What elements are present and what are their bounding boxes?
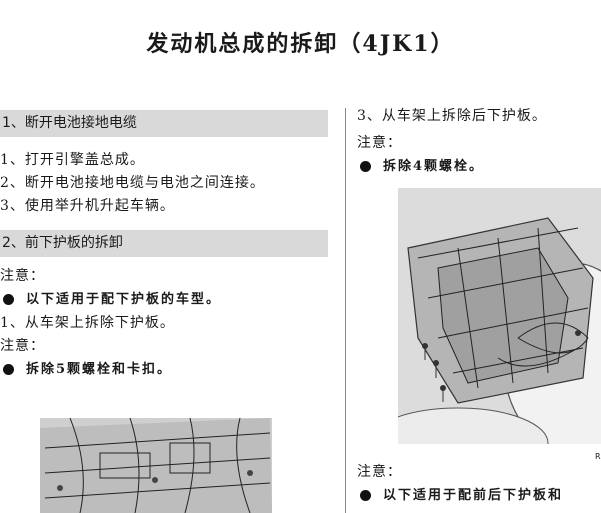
note-bullet: 拆除4颗螺栓。: [357, 155, 601, 179]
bullet-icon: [360, 161, 371, 172]
step-line: 3、使用举升机升起车辆。: [0, 198, 175, 214]
front-lower-cover-figure: [40, 418, 272, 513]
bullet-icon: [3, 364, 14, 375]
note-label: 注意：: [357, 464, 402, 480]
note-bullet-text: 拆除4颗螺栓。: [383, 159, 485, 174]
note-bullet: 以下适用于配下护板的车型。: [0, 288, 335, 312]
section-heading-lower-cover: 2、前下护板的拆卸: [0, 230, 328, 257]
note-label: 注意：: [0, 268, 45, 284]
step-line: 1、从车架上拆除下护板。: [0, 315, 175, 331]
page-title: 发动机总成的拆卸（4JK1）: [146, 31, 455, 57]
bullet-icon: [3, 294, 14, 305]
note-bullet-text: 以下适用于配前后下护板和: [383, 488, 564, 503]
right-column: 3、从车架上拆除后下护板。 注意： 拆除4颗螺栓。: [357, 105, 601, 179]
note-bullet: 拆除5颗螺栓和卡扣。: [0, 358, 335, 382]
column-divider: [345, 108, 346, 513]
note-bullet-text: 拆除5颗螺栓和卡扣。: [26, 362, 173, 377]
section-heading-battery: 1、断开电池接地电缆: [0, 110, 328, 137]
note-bullet: 以下适用于配前后下护板和: [357, 484, 601, 508]
step-line: 1、打开引擎盖总成。: [0, 152, 145, 168]
right-note-block: 注意： 以下适用于配前后下护板和: [357, 461, 601, 508]
step-line: 2、断开电池接地电缆与电池之间连接。: [0, 175, 265, 191]
underbody-rear-cover-figure: [398, 188, 601, 444]
note-label: 注意：: [357, 135, 402, 151]
step-line: 3、从车架上拆除后下护板。: [357, 108, 547, 124]
note-label: 注意：: [0, 338, 45, 354]
bullet-icon: [360, 490, 371, 501]
figure-mark: R: [595, 452, 601, 461]
left-column: 1、断开电池接地电缆 1、打开引擎盖总成。 2、断开电池接地电缆与电池之间连接。…: [0, 110, 335, 382]
note-bullet-text: 以下适用于配下护板的车型。: [26, 292, 222, 307]
